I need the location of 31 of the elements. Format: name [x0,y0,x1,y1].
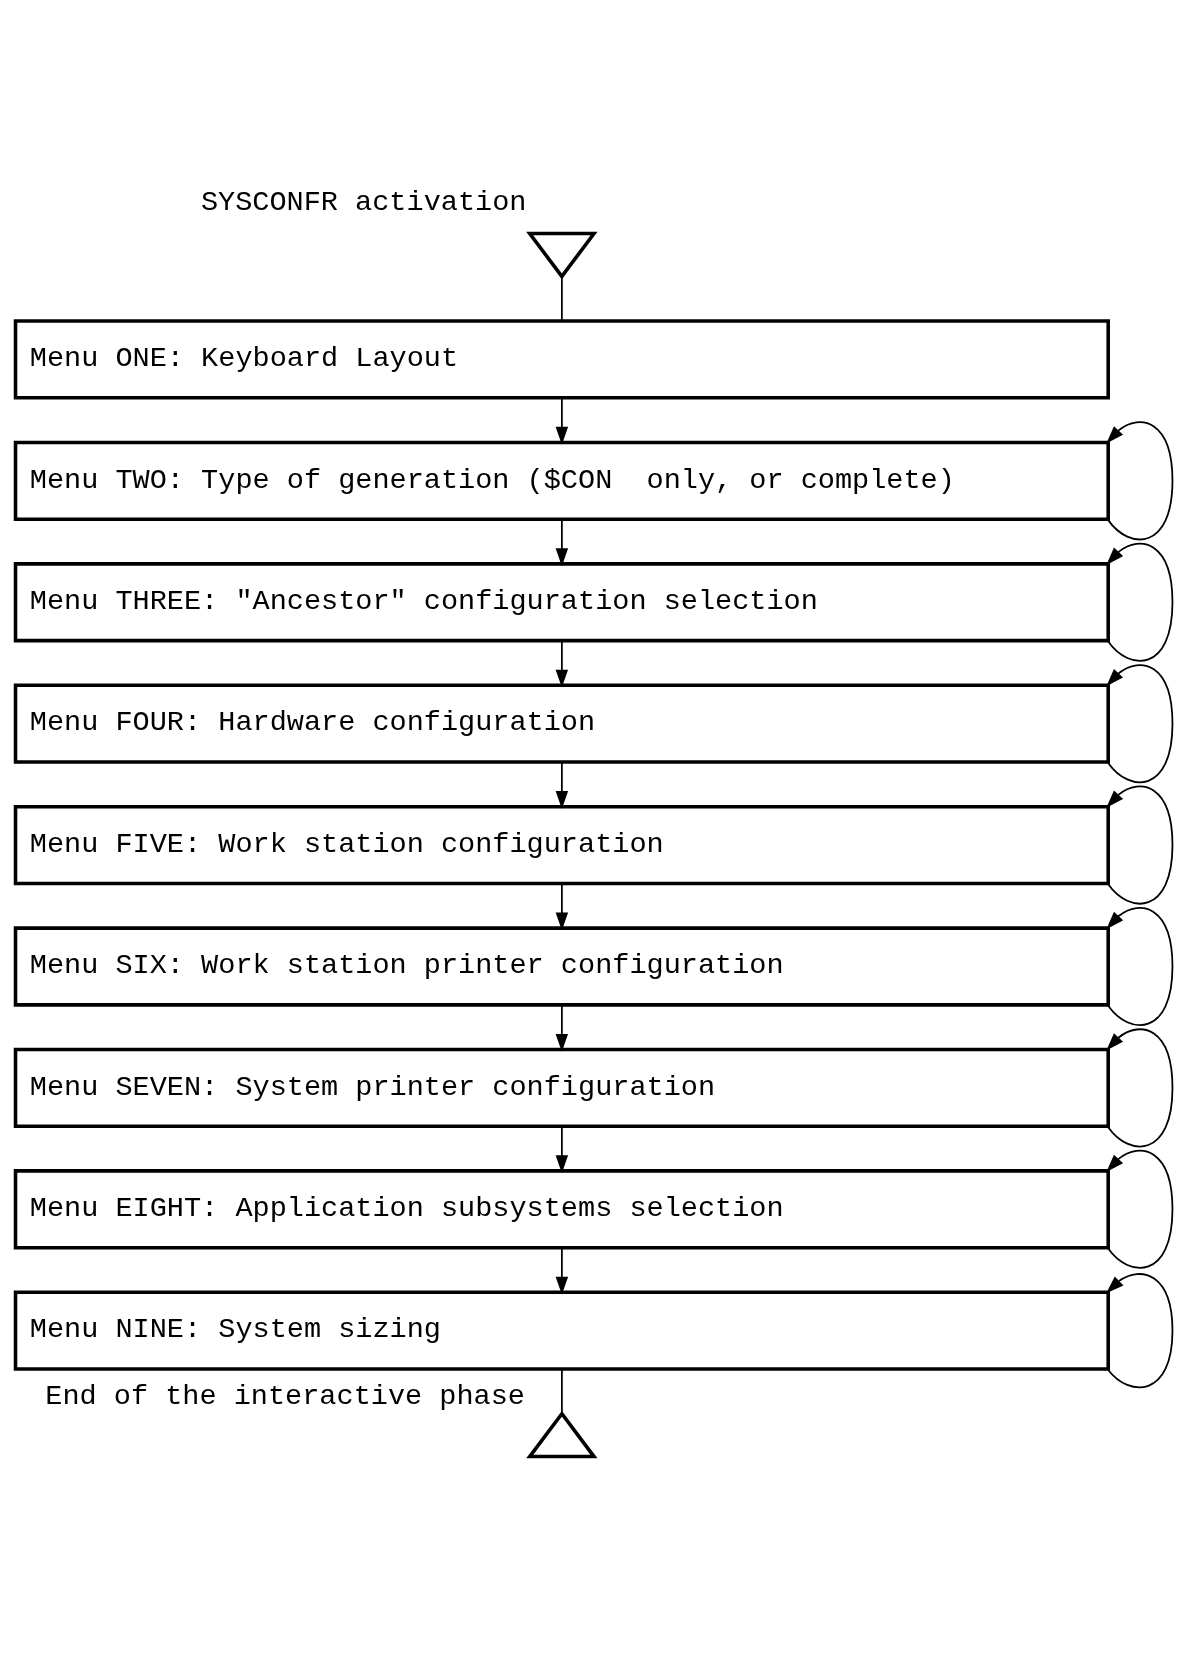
arrow [1106,785,1174,905]
arrow [555,1004,569,1052]
connector [560,1368,563,1415]
arrow [555,396,569,445]
arrow [1106,421,1174,541]
arrow [1106,907,1174,1026]
arrow [555,1246,569,1295]
node-box: Menu ONE: Keyboard Layout [13,319,1110,400]
node-label: End of the interactive phase [45,1380,525,1414]
node-box: Menu SEVEN: System printer configuration [13,1047,1110,1129]
node-triangle [526,231,598,280]
node-box: Menu NINE: System sizing [13,1290,1110,1371]
node-label: SYSCONFR activation [200,186,527,219]
node-box: Menu FOUR: Hardware configuration [13,683,1110,764]
connector [560,276,563,322]
node-box: Menu SIX: Work station printer configuration [13,926,1110,1007]
arrow [1106,664,1174,784]
arrow [1106,542,1174,662]
node-box: Menu EIGHT: Application subsystems selection [13,1169,1110,1250]
node-box: Menu TWO: Type of generation ($CON only, or complete) [13,440,1110,521]
arrow [1106,1028,1174,1148]
arrow [555,518,569,567]
arrow [555,761,569,809]
arrow [1106,1273,1174,1389]
arrow [555,639,569,688]
arrow [555,1125,569,1174]
node-box: Menu THREE: "Ancestor" configuration selection [13,562,1110,643]
node-box: Menu FIVE: Work station configuration [13,804,1110,886]
arrow [1106,1149,1174,1269]
arrow [555,882,569,931]
node-triangle [526,1410,598,1459]
